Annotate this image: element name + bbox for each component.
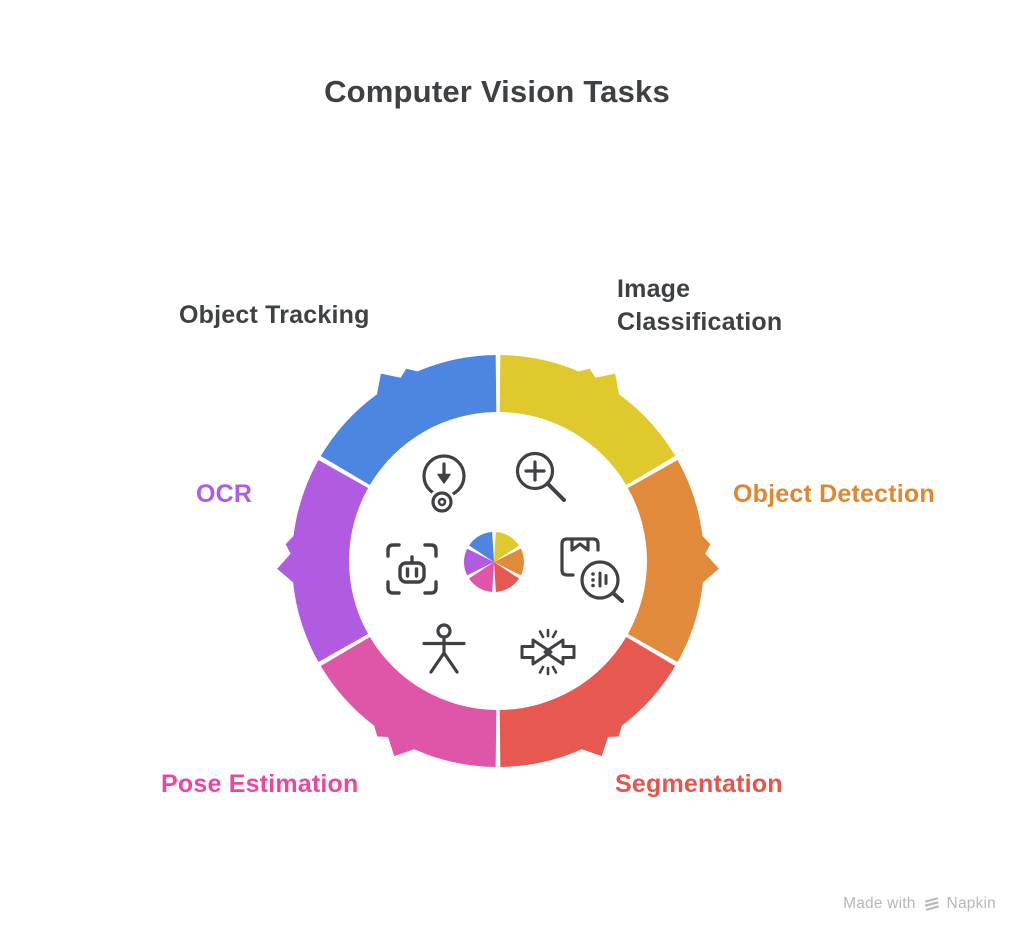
tracking-target-icon	[422, 454, 466, 515]
box-magnifier-icon	[560, 537, 624, 603]
label-object-detection: Object Detection	[733, 480, 935, 508]
center-pie-slice-image-classification	[494, 532, 520, 562]
ring-segment-segmentation	[499, 636, 676, 767]
stick-figure-icon	[422, 623, 466, 674]
ring-segment-pose-estimation	[320, 636, 497, 767]
center-pie-slice-object-tracking	[468, 532, 494, 562]
center-pie-slice-segmentation	[494, 562, 520, 592]
center-pie-slice-object-detection	[494, 548, 525, 576]
label-image-classification: Image Classification	[617, 275, 783, 336]
collide-arrows-icon	[520, 628, 576, 676]
label-pose-estimation: Pose Estimation	[161, 770, 359, 798]
center-pie-slice-pose-estimation	[468, 562, 494, 592]
footer-credit: Made with Napkin	[843, 895, 996, 913]
brand-text: Napkin	[946, 895, 996, 912]
magnifier-plus-icon	[515, 451, 566, 502]
ring-segment-image-classification	[499, 355, 676, 486]
label-ocr: OCR	[196, 480, 253, 508]
label-segmentation: Segmentation	[615, 770, 783, 798]
ring-segment-object-detection	[627, 460, 719, 662]
center-pie-slice-ocr	[463, 548, 494, 576]
made-with-text: Made with	[843, 895, 916, 912]
frame-robot-icon	[386, 543, 438, 595]
page-title: Computer Vision Tasks	[324, 74, 670, 109]
ring-segment-ocr	[277, 460, 369, 662]
label-object-tracking: Object Tracking	[179, 301, 370, 329]
ring-segment-object-tracking	[320, 355, 497, 486]
napkin-logo-icon	[924, 897, 939, 911]
